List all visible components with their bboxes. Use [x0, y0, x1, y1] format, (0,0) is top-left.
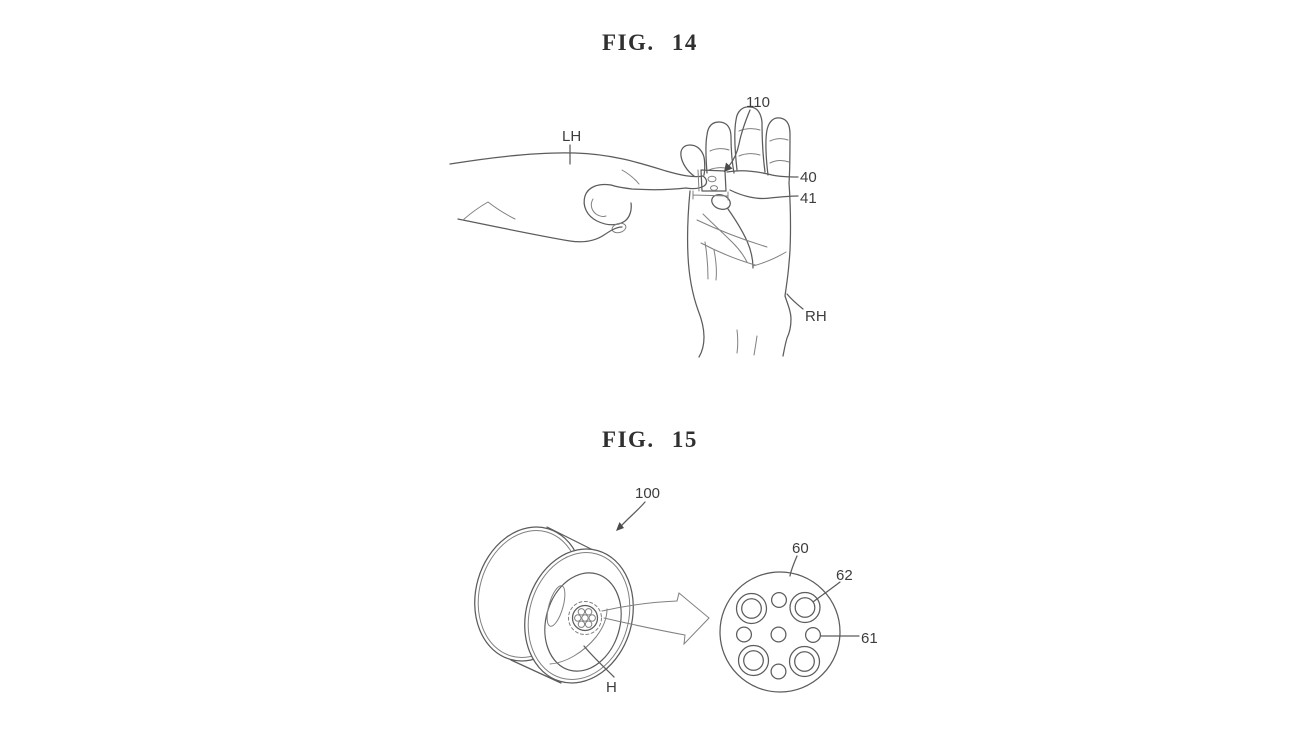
right-hand-drawing — [680, 106, 792, 358]
left-hand-drawing — [449, 152, 708, 243]
large-sensor-se — [788, 645, 821, 678]
figure-14-drawing: 110 LH 40 41 RH — [449, 94, 827, 358]
figure-14-leader-lines — [569, 109, 804, 310]
leader-100-arrow — [620, 501, 646, 527]
figure-14-title: FIG. 14 — [602, 30, 698, 55]
label-60: 60 — [792, 540, 809, 557]
label-62: 62 — [836, 567, 853, 584]
label-lh: LH — [562, 128, 581, 145]
large-sensor-ne — [789, 591, 821, 624]
ring-width-bracket — [692, 190, 729, 201]
leader-h — [583, 645, 615, 678]
leader-60 — [789, 555, 798, 577]
leader-110-arrow — [728, 109, 751, 167]
magnify-arrow — [601, 592, 710, 646]
smart-ring-3d — [474, 526, 634, 684]
sensor-cluster — [568, 601, 602, 635]
ring-inner-highlight — [546, 585, 566, 627]
leader-62 — [812, 581, 841, 603]
sensor-detail-view — [719, 571, 841, 693]
ring-front-rim — [524, 548, 634, 684]
leader-rh — [786, 293, 804, 310]
large-sensor-sw — [737, 644, 770, 677]
figure-15-leader-lines — [583, 501, 860, 678]
label-41: 41 — [800, 190, 817, 207]
arrowhead-100 — [616, 522, 624, 531]
ring-inner-surface — [549, 608, 608, 665]
label-100: 100 — [635, 485, 660, 502]
figure-15-title: FIG. 15 — [602, 427, 698, 452]
smart-ring-on-finger — [692, 169, 729, 201]
label-61: 61 — [861, 630, 878, 647]
label-rh: RH — [805, 308, 827, 325]
arrowhead-110 — [724, 162, 733, 172]
figure-15-drawing: 100 H 60 62 61 — [474, 485, 878, 696]
small-sensors — [735, 591, 822, 680]
label-h: H — [606, 679, 617, 696]
leader-40 — [726, 170, 799, 178]
label-40: 40 — [800, 169, 817, 186]
label-110: 110 — [746, 94, 770, 111]
large-sensor-nw — [735, 592, 768, 625]
leader-41 — [729, 189, 799, 200]
sensor-face-outline — [719, 571, 841, 693]
